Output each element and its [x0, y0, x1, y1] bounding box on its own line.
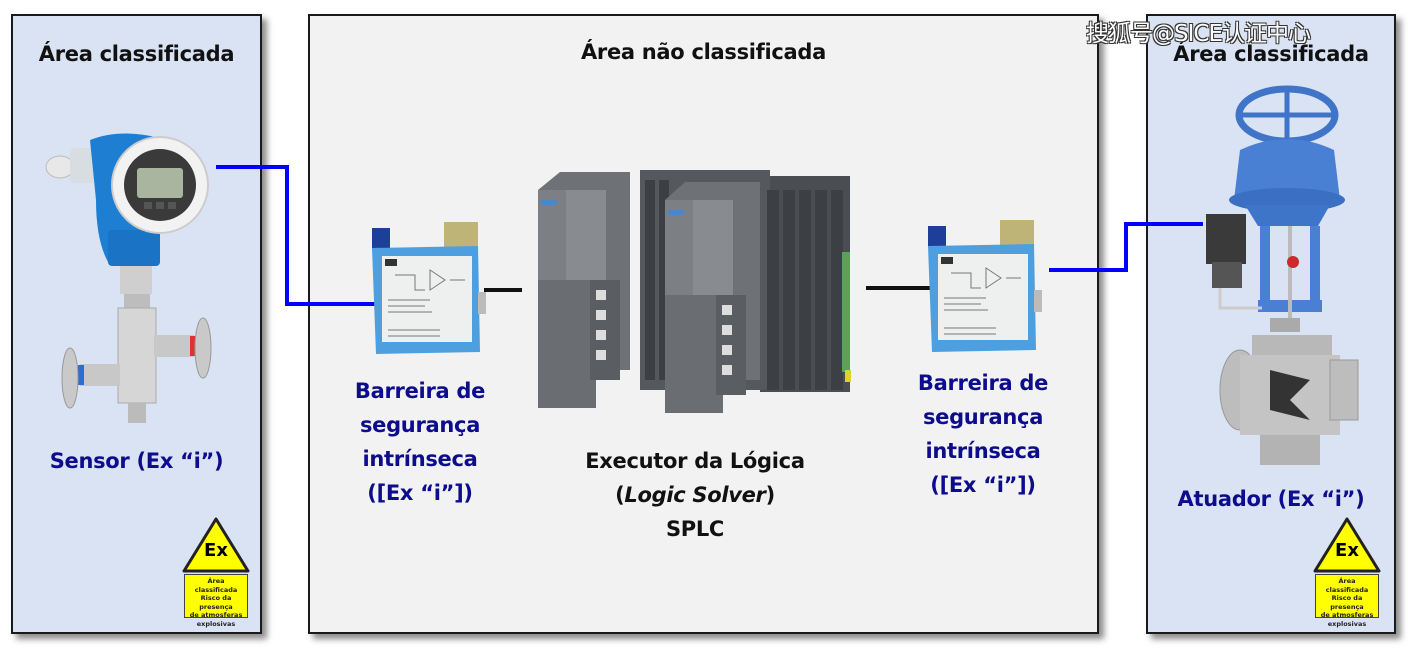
warning-line: Risco da presença	[199, 594, 233, 611]
warning-line: Área	[1338, 577, 1356, 585]
ex-warning-triangle-icon	[1313, 517, 1381, 573]
logic-solver-label: Executor da Lógica (Logic Solver) SPLC	[545, 444, 845, 546]
ex-symbol: Ex	[1335, 540, 1359, 561]
barrier-right-label: Barreira de segurança intrínseca ([Ex “i…	[898, 366, 1068, 502]
label-line: SPLC	[665, 517, 725, 541]
ex-warning-sign: Ex Área classificada Risco da presença d…	[181, 516, 251, 628]
label-line: Barreira de	[354, 379, 486, 403]
label-line: ([Ex “i”])	[367, 481, 473, 505]
ex-symbol: Ex	[204, 540, 228, 561]
pressure-transmitter-icon	[45, 133, 212, 423]
warning-line: explosivas	[196, 619, 236, 628]
panel-title: Área classificada	[38, 42, 235, 66]
panel-title: Área classificada	[1173, 42, 1369, 66]
sensor-to-barrier-line	[216, 165, 376, 306]
warning-text-box: Área classificada Risco da presença de a…	[184, 574, 248, 628]
label-line: segurança	[922, 405, 1044, 429]
warning-line: classificada	[1325, 585, 1369, 594]
warning-line: Risco da presença	[1330, 594, 1364, 611]
sensor-label: Sensor (Ex “i”)	[49, 449, 224, 473]
control-valve-actuator-icon	[1206, 85, 1359, 465]
warning-line: de atmosferas	[1320, 611, 1374, 619]
warning-line: explosivas	[1327, 619, 1367, 628]
warning-line: classificada	[194, 585, 238, 594]
ex-warning-triangle-icon	[182, 517, 250, 573]
label-line: segurança	[359, 413, 481, 437]
label-line: intrínseca	[925, 439, 1041, 463]
warning-line: de atmosferas	[189, 611, 243, 619]
warning-text-box: Área classificada Risco da presença de a…	[1315, 574, 1379, 628]
label-line: ([Ex “i”])	[930, 473, 1036, 497]
barrier-left-label: Barreira de segurança intrínseca ([Ex “i…	[340, 374, 500, 510]
ex-warning-sign: Ex Área classificada Risco da presença d…	[1312, 516, 1382, 628]
actuator-label: Atuador (Ex “i”)	[1177, 487, 1365, 511]
warning-line: Área	[207, 577, 225, 585]
label-line: Barreira de	[917, 371, 1049, 395]
intrinsic-safety-barrier-icon	[372, 222, 486, 354]
paren: (	[615, 483, 625, 507]
label-line: (Logic Solver)	[545, 478, 845, 512]
label-line: Executor da Lógica	[585, 449, 805, 473]
barrier-to-actuator-line	[1049, 222, 1203, 272]
label-line: intrínseca	[362, 447, 478, 471]
paren: )	[765, 483, 776, 507]
intrinsic-safety-barrier-icon	[928, 220, 1042, 352]
watermark: 搜狐号@SICE认证中心	[1086, 21, 1311, 47]
logic-solver-italic: Logic Solver	[624, 483, 766, 507]
safety-plc-rack-icon	[538, 170, 851, 413]
panel-title: Área não classificada	[580, 40, 827, 64]
classified-area-left-panel: Área classificada Sensor (Ex “i”) Ex Áre…	[11, 14, 262, 634]
